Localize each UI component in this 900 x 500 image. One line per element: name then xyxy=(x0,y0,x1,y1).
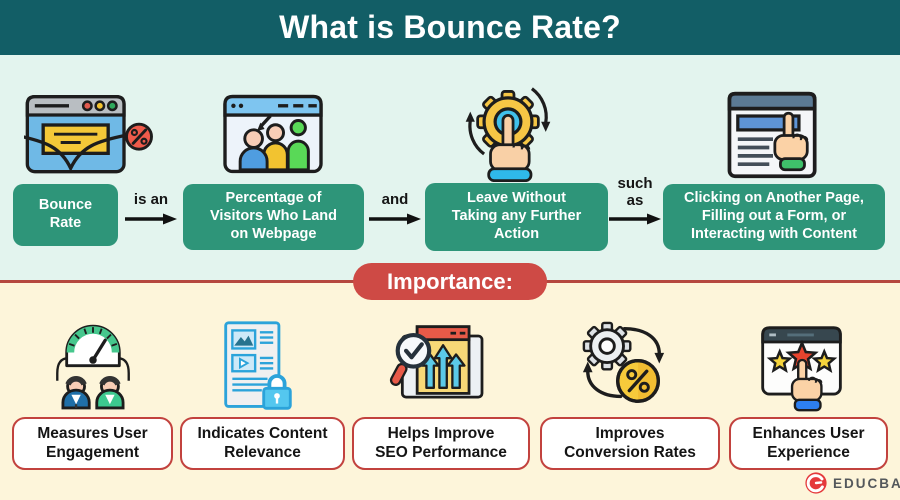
gear-percent-icon xyxy=(582,321,665,403)
importance-ribbon: Importance: xyxy=(353,263,547,300)
connector-label: and xyxy=(381,191,409,208)
visitors-browser-icon xyxy=(223,94,323,174)
arrow-right-icon xyxy=(609,213,661,225)
gear-click-icon xyxy=(465,87,551,182)
importance-item-user-experience: Enhances User Experience xyxy=(729,417,888,470)
document-lock-icon xyxy=(224,321,292,410)
importance-item-conversion-rates: Improves Conversion Rates xyxy=(540,417,720,470)
flow-box-bounce-rate: Bounce Rate xyxy=(13,184,118,246)
arrow-right-icon xyxy=(125,213,177,224)
educba-logo-icon xyxy=(805,472,827,494)
educba-logo-text: EDUCBA xyxy=(833,475,900,491)
arrow-right-icon xyxy=(369,213,421,224)
importance-item-user-engagement: Measures User Engagement xyxy=(12,417,173,470)
educba-logo: EDUCBA xyxy=(804,471,900,495)
connector-is-an: is an xyxy=(124,191,178,225)
importance-title: Importance: xyxy=(387,268,513,294)
header-banner: What is Bounce Rate? xyxy=(0,0,900,55)
connector-label: is an xyxy=(133,191,169,208)
connector-such-as: such as xyxy=(609,175,661,225)
flow-box-percentage-visitors: Percentage of Visitors Who Land on Webpa… xyxy=(183,184,364,250)
seo-growth-icon xyxy=(389,325,484,399)
gauge-users-icon xyxy=(56,324,130,410)
page-click-icon xyxy=(727,91,817,179)
flow-box-interaction-examples: Clicking on Another Page, Filling out a … xyxy=(663,184,885,250)
flow-box-leave-without-action: Leave Without Taking any Further Action xyxy=(425,183,608,251)
page-title: What is Bounce Rate? xyxy=(279,9,621,45)
browser-bounce-icon xyxy=(24,95,153,174)
connector-and: and xyxy=(369,191,421,225)
connector-label: such as xyxy=(617,175,653,209)
importance-item-content-relevance: Indicates Content Relevance xyxy=(180,417,345,470)
stars-click-icon xyxy=(761,326,842,412)
importance-item-seo-performance: Helps Improve SEO Performance xyxy=(352,417,530,470)
